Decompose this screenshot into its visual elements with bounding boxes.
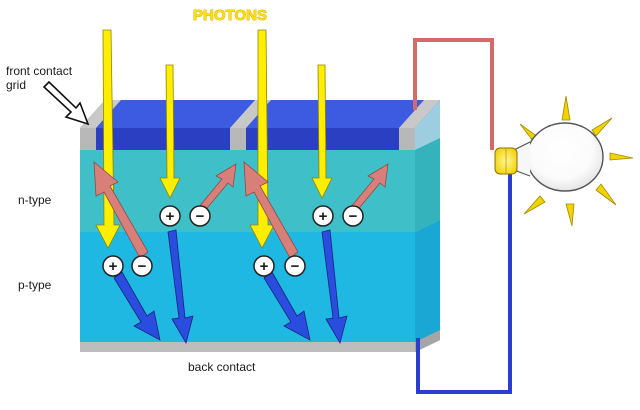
pair-2-plus-circle [159, 205, 181, 227]
pair-1-minus-circle [131, 255, 153, 277]
pair-2-plus-sign: + [166, 208, 175, 225]
photon-arrow-2 [159, 64, 181, 199]
pair-1-minus-sign: − [138, 258, 147, 275]
electron-arrow-4 [321, 229, 348, 345]
top-layer-front [80, 128, 415, 150]
pair-4-plus-circle [312, 205, 334, 227]
pair-3-plus-sign: + [260, 258, 269, 275]
photon-arrows [95, 29, 333, 249]
front-contact-label-line-2: grid [6, 78, 26, 92]
pair-4-minus-sign: − [349, 208, 358, 225]
pair-1: + − [102, 255, 153, 277]
pair-2-minus-sign: − [196, 208, 205, 225]
pair-1-plus-sign: + [109, 258, 118, 275]
pair-3: + − [253, 255, 306, 277]
hole-arrow-1 [93, 161, 149, 259]
pair-4: + − [312, 205, 364, 227]
pair-2: + − [159, 205, 211, 227]
p-type-label: p-type [18, 278, 52, 292]
hole-arrow-3 [243, 161, 299, 259]
cell-side-p [415, 220, 440, 352]
front-contact-pointer-arrow [42, 80, 90, 126]
pair-3-minus-sign: − [291, 258, 300, 275]
photon-arrow-3 [249, 29, 275, 249]
electron-arrow-2 [167, 229, 194, 345]
photons-title: PHOTONS [193, 7, 267, 24]
front-contact-finger-3-front [399, 128, 415, 150]
electron-arrows [113, 229, 348, 345]
back-contact-label: back contact [188, 360, 256, 374]
bulb-glass [526, 122, 604, 192]
front-contact-label: front contact grid [6, 64, 75, 92]
pair-1-plus-circle [102, 255, 124, 277]
pair-3-minus-circle [284, 255, 306, 277]
front-contact-finger-3 [399, 100, 440, 128]
light-bulb [494, 95, 634, 227]
electron-arrow-1 [113, 271, 161, 341]
pair-4-minus-circle [342, 205, 364, 227]
photon-arrow-1 [95, 29, 121, 249]
pair-3-plus-circle [253, 255, 275, 277]
electron-arrow-3 [263, 271, 311, 341]
photon-arrow-4 [311, 64, 333, 199]
cell-side-n [415, 138, 440, 232]
back-contact-side [415, 330, 440, 352]
pair-4-plus-sign: + [319, 208, 328, 225]
wire-top [413, 38, 494, 150]
pair-2-minus-circle [189, 205, 211, 227]
back-contact-front [80, 342, 415, 352]
front-contact-label-line-1: front contact [6, 64, 73, 78]
front-contact-finger-2-front [230, 128, 246, 150]
n-type-label: n-type [18, 193, 52, 207]
front-contact-finger-1-front [80, 128, 96, 150]
wire-bottom [416, 172, 512, 394]
